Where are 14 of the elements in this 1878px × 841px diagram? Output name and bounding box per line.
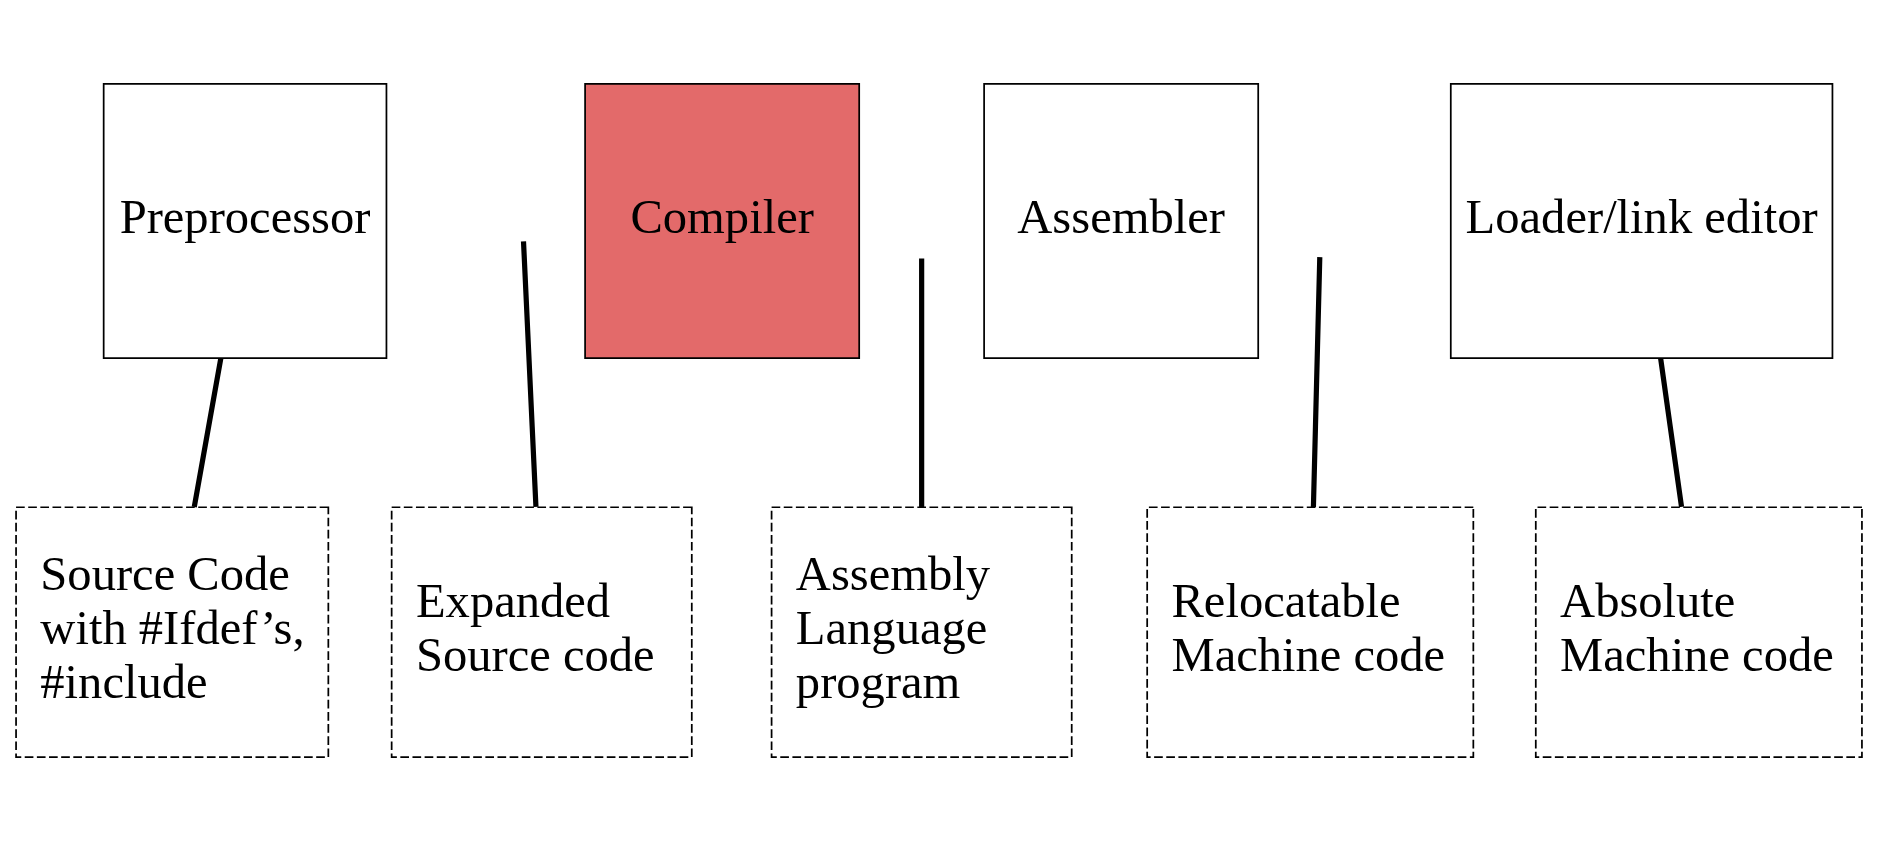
node-box: Assembly Language program — [770, 506, 1073, 758]
node-box: Absolute Machine code — [1534, 506, 1863, 758]
connector — [1310, 257, 1323, 508]
node-box: Expanded Source code — [390, 506, 693, 758]
node-box: Source Code with #Ifdef’s, #include — [15, 506, 330, 758]
connector — [520, 241, 539, 508]
connector — [1658, 358, 1685, 508]
connector — [919, 258, 925, 507]
node-box: Compiler — [584, 83, 861, 359]
node-box: Loader/link editor — [1449, 83, 1834, 359]
node-box: Assembler — [983, 83, 1260, 359]
node-box: Relocatable Machine code — [1146, 506, 1475, 758]
node-box: Preprocessor — [102, 83, 388, 359]
connector — [191, 358, 224, 508]
